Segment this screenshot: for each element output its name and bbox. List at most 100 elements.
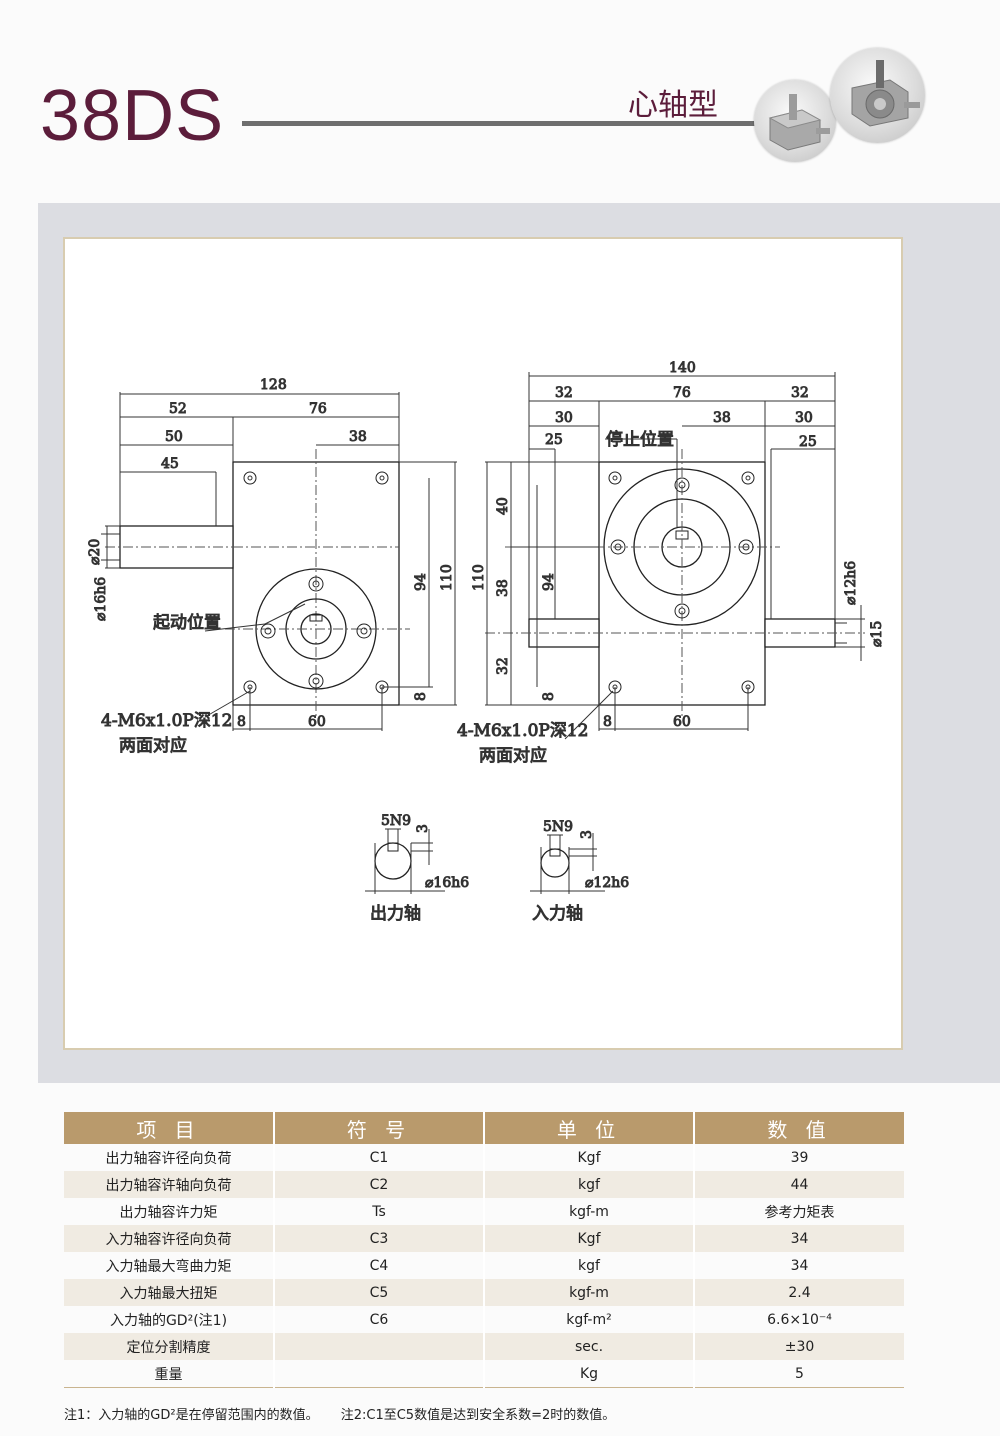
right-dia-15: ⌀15 (869, 621, 885, 647)
title-rule (242, 121, 762, 126)
table-row: 入力轴最大弯曲力矩 C4 kgf 34 (64, 1252, 904, 1279)
right-hole-label: 4-M6x1.0P深12 (457, 721, 588, 741)
table-row: 重量 Kg 5 (64, 1360, 904, 1388)
right-view (485, 372, 865, 740)
left-dim-128: 128 (260, 377, 287, 393)
right-dim-25-left: 25 (545, 432, 563, 448)
row-value: 参考力矩表 (764, 1204, 835, 1221)
right-dim-30-right: 30 (795, 410, 813, 426)
row-unit: sec. (484, 1333, 695, 1360)
input-shaft-section (530, 833, 605, 894)
left-dim-110: 110 (439, 564, 455, 591)
row-item: 入力轴的GD²(注1) (64, 1306, 275, 1333)
row-unit: kgf-m² (484, 1306, 695, 1333)
left-dim-76: 76 (309, 401, 327, 417)
row-symbol (274, 1333, 485, 1360)
table-row: 入力轴最大扭矩 C5 kgf-m 2.4 (64, 1279, 904, 1306)
right-dim-30-left: 30 (555, 410, 573, 426)
row-item: 定位分割精度 (64, 1333, 275, 1360)
right-dim-32-side: 32 (495, 657, 511, 675)
row-unit: kgf (484, 1171, 695, 1198)
table-row: 入力轴容许径向负荷 C3 Kgf 34 (64, 1225, 904, 1252)
row-unit: kgf-m (484, 1198, 695, 1225)
footnote-1: 注1：入力轴的GD²是在停留范围内的数值。 (64, 1408, 319, 1423)
product-photo-2 (830, 48, 925, 143)
right-dim-25-right: 25 (799, 434, 817, 450)
right-dim-140: 140 (669, 360, 696, 376)
left-dia-20: ⌀20 (87, 539, 103, 565)
row-item: 出力轴容许力矩 (64, 1198, 275, 1225)
row-value: 5 (694, 1360, 904, 1388)
right-dim-32-right: 32 (791, 385, 809, 401)
footnotes: 注1：入力轴的GD²是在停留范围内的数值。 注2:C1至C5数值是达到安全系数=… (64, 1404, 633, 1423)
right-dim-38: 38 (713, 410, 731, 426)
table-row: 出力轴容许轴向负荷 C2 kgf 44 (64, 1171, 904, 1198)
input-key-label: 5N9 (543, 819, 573, 835)
header-unit: 单 位 (484, 1112, 695, 1144)
left-dim-45: 45 (161, 456, 179, 472)
left-dim-52: 52 (169, 401, 187, 417)
output-shaft-dia: ⌀16h6 (425, 875, 469, 891)
left-dim-38: 38 (349, 429, 367, 445)
row-symbol: C1 (274, 1144, 485, 1171)
right-dia-12h6: ⌀12h6 (843, 561, 859, 605)
output-shaft-name: 出力轴 (370, 904, 421, 924)
row-unit: Kg (484, 1360, 695, 1388)
table-row: 出力轴容许力矩 Ts kgf-m 参考力矩表 (64, 1198, 904, 1225)
footnote-2: 注2:C1至C5数值是达到安全系数=2时的数值。 (340, 1408, 616, 1423)
right-dim-8-bottom: 8 (603, 714, 612, 730)
left-hole-note: 两面对应 (119, 736, 187, 756)
product-photo-1 (754, 80, 836, 162)
header-item: 项 目 (64, 1112, 275, 1144)
row-symbol: C4 (274, 1252, 485, 1279)
row-value: 6.6×10⁻⁴ (767, 1311, 832, 1328)
output-key-depth: 3 (415, 824, 431, 833)
table-row: 定位分割精度 sec. ±30 (64, 1333, 904, 1360)
row-value: 34 (694, 1225, 904, 1252)
row-symbol: C2 (274, 1171, 485, 1198)
row-unit: Kgf (484, 1225, 695, 1252)
left-dim-8-bottom: 8 (237, 714, 246, 730)
row-unit: Kgf (484, 1144, 695, 1171)
row-symbol: C6 (274, 1306, 485, 1333)
left-hole-label: 4-M6x1.0P深12 (101, 711, 232, 731)
technical-drawing: 128 52 76 50 38 45 94 110 8 60 8 ⌀20 ⌀16… (63, 237, 903, 1050)
row-item: 入力轴最大弯曲力矩 (64, 1252, 275, 1279)
model-title: 38DS (40, 76, 225, 156)
left-view (101, 392, 457, 731)
right-dim-60: 60 (673, 714, 691, 730)
row-item: 入力轴容许径向负荷 (64, 1225, 275, 1252)
stop-position-label: 停止位置 (606, 430, 674, 450)
left-dim-60: 60 (308, 714, 326, 730)
output-key-label: 5N9 (381, 813, 411, 829)
left-dim-8-right: 8 (413, 692, 429, 701)
row-value: 39 (790, 1149, 809, 1166)
header-symbol: 符 号 (274, 1112, 485, 1144)
right-dim-38-side: 38 (495, 579, 511, 597)
row-symbol: C3 (274, 1225, 485, 1252)
row-symbol: C5 (274, 1279, 485, 1306)
table-row: 入力轴的GD²(注1) C6 kgf-m² 6.6×10⁻⁴ (64, 1306, 904, 1333)
type-title: 心轴型 (628, 88, 718, 123)
row-symbol: Ts (274, 1198, 485, 1225)
spec-table: 项 目 符 号 单 位 数 值 出力轴容许径向负荷 C1 Kgf 39 出力轴容… (64, 1112, 904, 1388)
row-unit: kgf (484, 1252, 695, 1279)
spec-table-header: 项 目 符 号 单 位 数 值 (64, 1112, 904, 1144)
right-dim-32-left: 32 (555, 385, 573, 401)
table-row: 出力轴容许径向负荷 C1 Kgf 39 (64, 1144, 904, 1171)
input-shaft-name: 入力轴 (532, 904, 583, 924)
row-value: ±30 (694, 1333, 904, 1360)
left-dim-94: 94 (413, 573, 429, 591)
input-shaft-dia: ⌀12h6 (585, 875, 629, 891)
row-value: 34 (790, 1257, 809, 1274)
row-item: 入力轴最大扭矩 (64, 1279, 275, 1306)
row-unit: kgf-m (484, 1279, 695, 1306)
row-item: 出力轴容许径向负荷 (64, 1144, 275, 1171)
row-item: 重量 (64, 1360, 275, 1388)
row-symbol (274, 1360, 485, 1388)
row-item: 出力轴容许轴向负荷 (64, 1171, 275, 1198)
right-dim-94: 94 (541, 573, 557, 591)
right-dim-76: 76 (673, 385, 691, 401)
output-shaft-section (365, 828, 445, 894)
row-value: 44 (694, 1171, 904, 1198)
